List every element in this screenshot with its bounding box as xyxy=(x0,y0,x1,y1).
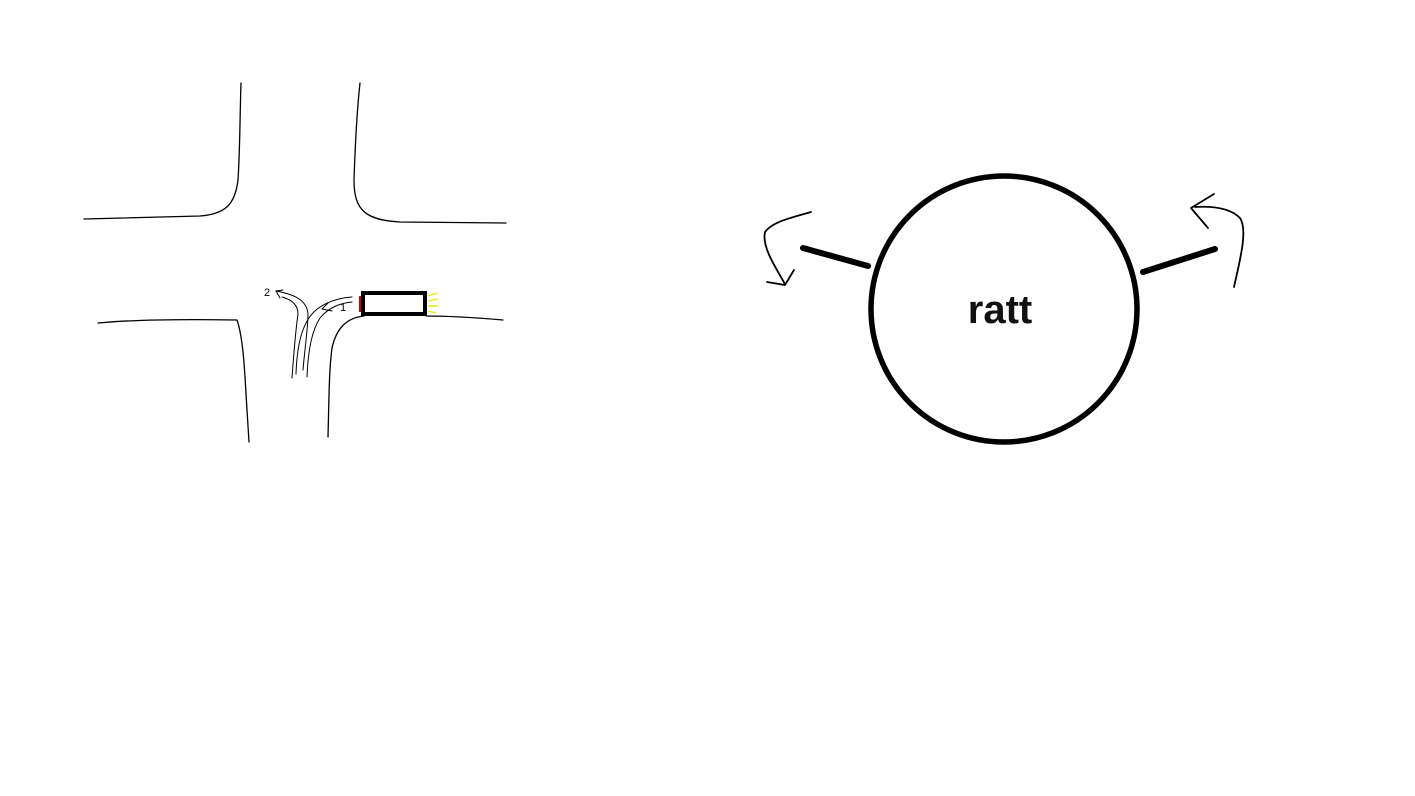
turn-path-1-label: 1 xyxy=(340,302,346,314)
road-edge-bottom-right xyxy=(327,315,365,438)
turn-path-2-inner xyxy=(275,290,309,371)
turn-path-2-label: 2 xyxy=(264,287,270,299)
steering-wheel-rim xyxy=(868,173,1140,445)
steering-wheel-right-spoke xyxy=(1140,246,1218,275)
road-edge-bottom-left xyxy=(97,318,250,443)
steering-wheel: ratt xyxy=(763,173,1245,445)
road-edge-top-left xyxy=(83,82,242,220)
car-body xyxy=(361,291,427,316)
turn-path-2-arrow xyxy=(275,289,284,299)
car xyxy=(359,291,439,316)
rotate-left-arrow-icon xyxy=(763,211,812,285)
rotate-right-arrow-icon xyxy=(1194,205,1245,288)
road-edge-right-lower xyxy=(425,315,504,321)
steering-wheel-label: ratt xyxy=(968,288,1032,332)
car-headlights xyxy=(427,292,439,314)
turn-path-1 xyxy=(306,301,353,378)
turn-path-1-arrow xyxy=(321,302,333,312)
steering-wheel-left-spoke xyxy=(800,245,871,269)
road-edge-top-right xyxy=(353,82,507,224)
turn-path-2 xyxy=(281,296,299,379)
rotate-left-arrowhead xyxy=(766,269,795,286)
intersection-sketch: 1 2 xyxy=(83,82,507,443)
turn-path-1-inner xyxy=(295,296,353,375)
rotate-right-arrowhead xyxy=(1190,193,1215,229)
